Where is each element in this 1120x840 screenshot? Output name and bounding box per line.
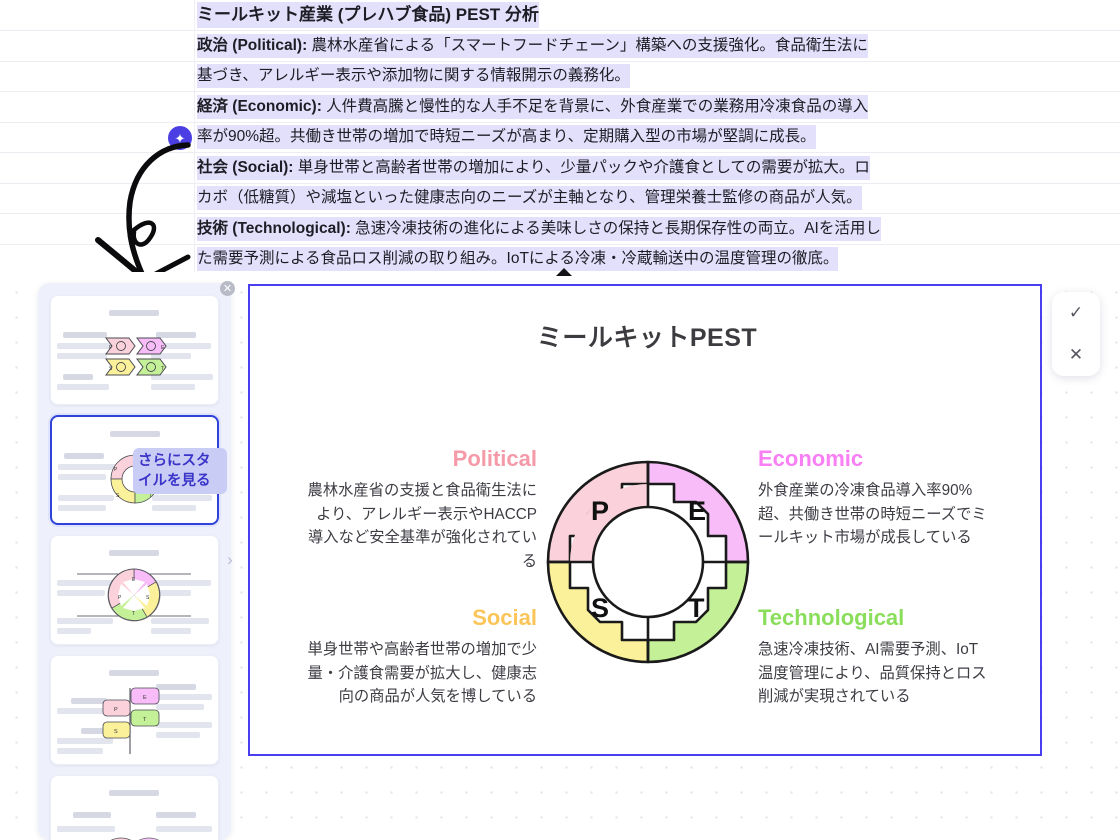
donut-label-p: P: [591, 496, 609, 526]
accept-reject-toolbar[interactable]: ✓ ✕: [1052, 292, 1100, 376]
thumbnail-art-flags: P E S T: [102, 687, 160, 754]
tooltip-more-styles: さらにスタイルを見る: [133, 448, 227, 494]
donut-label-t: T: [688, 593, 705, 623]
donut-label-s: S: [591, 593, 609, 623]
chevron-right-icon[interactable]: ›: [227, 550, 233, 569]
document-line: 技術 (Technological): 急速冷凍技術の進化による美味しさの保持と…: [197, 214, 930, 245]
quadrant-political: Political 農林水産省の支援と食品衛生法により、アレルギー表示やHACC…: [302, 446, 537, 573]
document-line: カボ（低糖質）や減塩といった健康志向のニーズが主軸となり、管理栄養士監修の商品が…: [197, 183, 930, 214]
close-icon[interactable]: ✕: [220, 281, 235, 296]
thumbnail-art-venn: P E: [110, 837, 160, 840]
document-text-column[interactable]: ミールキット産業 (プレハブ食品) PEST 分析 政治 (Political)…: [194, 0, 930, 274]
svg-text:S: S: [146, 595, 150, 601]
document-line: 社会 (Social): 単身世帯と高齢者世帯の増加により、少量パックや介護食と…: [197, 153, 930, 184]
svg-text:T: T: [143, 717, 147, 723]
document-line: 経済 (Economic): 人件費高騰と慢性的な人手不足を背景に、外食産業での…: [197, 92, 930, 123]
quadrant-heading: Technological: [758, 605, 905, 630]
quadrant-social: Social 単身世帯や高齢者世帯の増加で少量・介護食需要が拡大し、健康志向の商…: [302, 605, 537, 709]
list-item[interactable]: P E S T: [50, 655, 219, 765]
document-line: 率が90%超。共働き世帯の増加で時短ニーズが高まり、定期購入型の市場が堅調に成長…: [197, 122, 930, 153]
panel-caret-icon: [556, 268, 572, 276]
svg-text:S: S: [114, 729, 118, 735]
accept-button[interactable]: ✓: [1068, 303, 1084, 322]
quadrant-technological: Technological 急速冷凍技術、AI需要予測、IoT温度管理により、品…: [758, 605, 993, 709]
document-line: た需要予測による食品ロス削減の取り組み。IoTによる冷凍・冷蔵輸送中の温度管理の…: [197, 244, 930, 274]
donut-label-e: E: [688, 496, 706, 526]
thumbnail-art-pinwheel: P E S T: [77, 568, 191, 622]
svg-text:E: E: [161, 345, 165, 351]
quadrant-economic: Economic 外食産業の冷凍食品導入率90%超、共働き世帯の時短ニーズでミー…: [758, 446, 993, 550]
svg-text:P: P: [114, 467, 118, 473]
quadrant-heading: Economic: [758, 446, 864, 471]
svg-text:E: E: [132, 577, 136, 583]
svg-text:S: S: [116, 493, 120, 499]
list-item[interactable]: P E S T: [50, 295, 219, 405]
handdrawn-arrow-annotation: [95, 142, 191, 274]
svg-text:P: P: [109, 345, 113, 351]
quadrant-heading: Political: [452, 446, 537, 471]
svg-text:E: E: [143, 695, 147, 701]
quadrant-body: 急速冷凍技術、AI需要予測、IoT温度管理により、品質保持とロス削減が実現されて…: [758, 641, 987, 705]
list-item[interactable]: P E S T: [50, 535, 219, 645]
svg-text:T: T: [132, 611, 135, 617]
reject-button[interactable]: ✕: [1068, 345, 1084, 364]
quadrant-body: 単身世帯や高齢者世帯の増加で少量・介護食需要が拡大し、健康志向の商品が人気を博し…: [307, 641, 537, 705]
quadrant-body: 農林水産省の支援と食品衛生法により、アレルギー表示やHACCP導入など安全基準が…: [307, 482, 537, 570]
svg-text:P: P: [114, 707, 118, 713]
document-line: 基づき、アレルギー表示や添加物に関する情報開示の義務化。: [197, 61, 930, 92]
diagram-slide-panel[interactable]: ミールキットPEST Political 農林水産省の支援と食品衛生法により、ア…: [248, 284, 1042, 756]
svg-text:T: T: [161, 366, 164, 372]
list-item[interactable]: P E: [50, 775, 219, 840]
page-title: ミールキットPEST: [536, 324, 758, 352]
pest-donut-chart: P E S T: [546, 460, 750, 664]
quadrant-heading: Social: [472, 605, 537, 630]
svg-text:T: T: [149, 493, 152, 499]
document-pane: ミールキット産業 (プレハブ食品) PEST 分析 政治 (Political)…: [0, 0, 1120, 274]
svg-text:S: S: [109, 366, 113, 372]
document-title: ミールキット産業 (プレハブ食品) PEST 分析: [197, 0, 930, 31]
thumbnail-art-arrows: P E S T: [105, 337, 167, 376]
style-thumbnail-rail[interactable]: P E S T: [38, 283, 231, 840]
document-line: 政治 (Political): 農林水産省による「スマートフードチェーン」構築へ…: [197, 31, 930, 62]
svg-text:P: P: [118, 595, 122, 601]
quadrant-body: 外食産業の冷凍食品導入率90%超、共働き世帯の時短ニーズでミールキット市場が成長…: [758, 482, 987, 546]
